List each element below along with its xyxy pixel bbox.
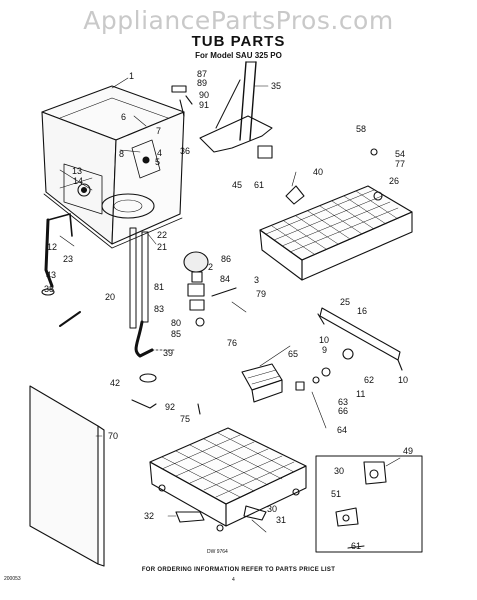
callout-30a: 30 <box>267 504 278 514</box>
ordering-note: FOR ORDERING INFORMATION REFER TO PARTS … <box>141 567 336 573</box>
callout-54: 54 <box>395 149 406 159</box>
callout-21: 21 <box>157 242 168 252</box>
callout-63: 63 <box>338 397 349 407</box>
diagram-subtitle: For Model SAU 325 PO <box>195 51 282 60</box>
spray-arm-assembly <box>184 252 236 326</box>
fastener-87-91 <box>172 86 192 116</box>
callout-23: 23 <box>63 254 74 264</box>
callout-43: 43 <box>46 270 57 280</box>
callout-3: 3 <box>254 275 260 285</box>
part-40 <box>286 186 304 204</box>
callout-40: 40 <box>313 167 324 177</box>
callout-10b: 10 <box>398 375 409 385</box>
callout-66: 66 <box>338 406 349 416</box>
callout-79: 79 <box>256 289 267 299</box>
callout-1: 1 <box>129 71 135 81</box>
callout-80: 80 <box>171 318 182 328</box>
callout-14: 14 <box>73 176 84 186</box>
callout-42: 42 <box>110 378 121 388</box>
callout-49: 49 <box>403 446 414 456</box>
callout-22: 22 <box>157 230 168 240</box>
callout-6: 6 <box>121 112 127 122</box>
part-32 <box>176 512 204 522</box>
callout-45: 45 <box>232 180 243 190</box>
leader-lines <box>60 78 400 532</box>
drawing-number: DW 9764 <box>207 549 228 555</box>
bracket-35 <box>200 62 272 158</box>
callout-30b: 30 <box>334 466 345 476</box>
tub-part <box>42 86 184 248</box>
callout-84: 84 <box>220 274 231 284</box>
callout-58: 58 <box>356 124 367 134</box>
page-number: 4 <box>232 577 235 583</box>
doc-code: 200053 <box>4 576 21 582</box>
callout-2: 2 <box>208 262 214 272</box>
part-38 <box>60 312 80 326</box>
callout-77: 77 <box>395 159 406 169</box>
callout-81: 81 <box>154 282 165 292</box>
callout-92: 92 <box>165 402 176 412</box>
part-43 <box>42 289 54 295</box>
part-92 <box>132 400 156 408</box>
part-26 <box>374 192 382 200</box>
callout-61b: 61 <box>351 541 362 551</box>
callout-51: 51 <box>331 489 342 499</box>
callout-16: 16 <box>357 306 368 316</box>
callout-5: 5 <box>155 157 161 167</box>
callout-39: 39 <box>163 348 174 358</box>
callout-75: 75 <box>180 414 191 424</box>
callout-25: 25 <box>340 297 351 307</box>
inset-box <box>316 456 422 552</box>
callout-61a: 61 <box>254 180 265 190</box>
callout-13: 13 <box>72 166 83 176</box>
part-75 <box>198 404 200 414</box>
lower-rack <box>150 428 306 531</box>
callout-86: 86 <box>221 254 232 264</box>
callout-20: 20 <box>105 292 116 302</box>
callout-83: 83 <box>154 304 165 314</box>
callout-10a: 10 <box>319 335 330 345</box>
callout-85: 85 <box>171 329 182 339</box>
callout-90: 90 <box>199 90 210 100</box>
callout-65: 65 <box>288 349 299 359</box>
callout-26: 26 <box>389 176 400 186</box>
callout-36: 36 <box>180 146 191 156</box>
part-42 <box>140 374 156 382</box>
callout-91: 91 <box>199 100 210 110</box>
callout-32: 32 <box>144 511 155 521</box>
callout-38: 38 <box>44 284 55 294</box>
hose-parts <box>46 214 176 356</box>
callout-35: 35 <box>271 81 282 91</box>
callout-64: 64 <box>337 425 348 435</box>
callout-62: 62 <box>364 375 375 385</box>
part-30 <box>244 506 266 520</box>
callout-4: 4 <box>157 148 163 158</box>
callout-70: 70 <box>108 431 119 441</box>
spray-arm-bar <box>296 308 402 390</box>
part-54 <box>371 149 377 155</box>
callout-87: 87 <box>197 69 208 79</box>
callout-8: 8 <box>119 149 125 159</box>
diagram-title: TUB PARTS <box>191 33 286 50</box>
callout-31: 31 <box>276 515 287 525</box>
watermark: AppliancePartsPros.com <box>83 6 394 35</box>
callout-76: 76 <box>227 338 238 348</box>
callout-7: 7 <box>156 126 162 136</box>
callout-9: 9 <box>322 345 328 355</box>
door-panel <box>30 386 104 566</box>
upper-rack <box>260 186 412 280</box>
silverware-basket <box>242 364 282 402</box>
callout-12: 12 <box>47 242 58 252</box>
callout-11: 11 <box>356 389 366 399</box>
callout-89: 89 <box>197 78 208 88</box>
